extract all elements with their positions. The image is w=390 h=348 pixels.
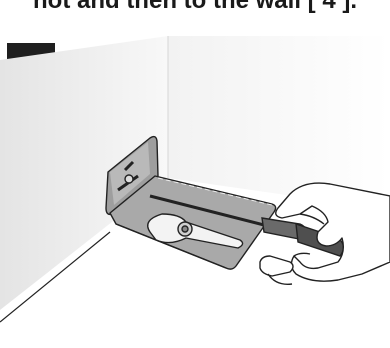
installation-illustration xyxy=(0,0,390,348)
